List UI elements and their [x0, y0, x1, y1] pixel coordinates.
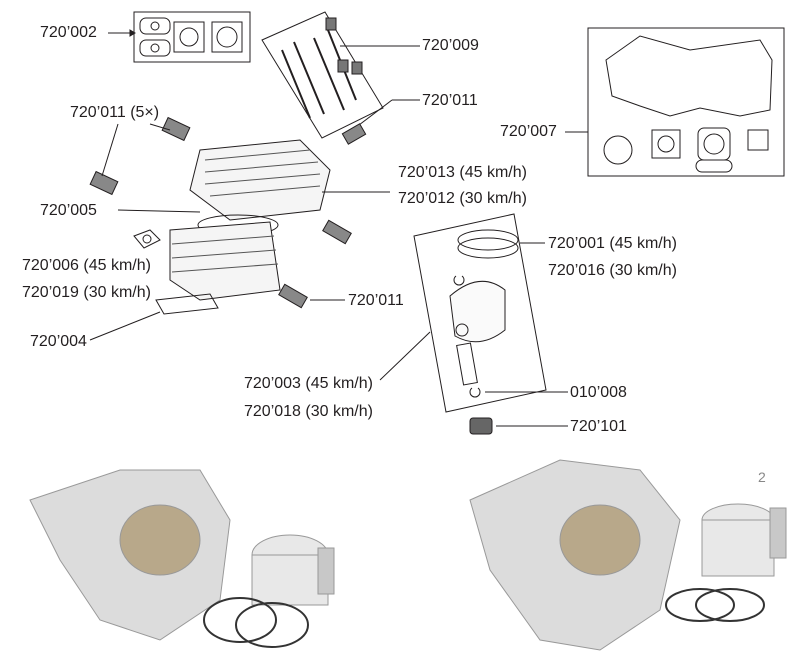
part-label-720101: 720’101: [570, 418, 627, 435]
gasket-set-box: [133, 11, 251, 63]
part-label-720011-bottom: 720’011: [348, 292, 404, 309]
part-label-720005: 720’005: [40, 202, 97, 219]
part-label-720011-top: 720’011: [422, 92, 478, 109]
part-label-010008: 010’008: [570, 384, 627, 401]
part-label-720002: 720’002: [40, 24, 97, 41]
small-end-bearing-icon: [469, 417, 493, 435]
part-label-720012: 720’012 (30 km/h): [398, 190, 527, 207]
part-label-720001: 720’001 (45 km/h): [548, 235, 677, 252]
part-label-720007: 720’007: [500, 123, 557, 140]
part-label-720016: 720’016 (30 km/h): [548, 262, 677, 279]
part-label-720011-5x: 720’011 (5×): [70, 104, 160, 121]
part-label-720018: 720’018 (30 km/h): [244, 403, 373, 420]
gasket-small-icon: [139, 17, 171, 57]
part-label-720013: 720’013 (45 km/h): [398, 164, 527, 181]
cylinder-kit-photo-1: [29, 469, 335, 648]
gasket-square-icon: [173, 21, 205, 53]
gasket-set-box-2: [587, 27, 785, 177]
piston-icon: [449, 280, 506, 343]
crankcase-gasket-icon: [605, 35, 773, 117]
cylinder-kit-photo-2: [469, 459, 787, 651]
base-gasket-icon: [155, 293, 219, 315]
photo-number: 2: [758, 469, 766, 485]
cylinder-icon: [169, 221, 281, 301]
part-label-720004: 720’004: [30, 333, 87, 350]
piston-kit-box: [413, 213, 547, 413]
gasket-round-icon: [211, 21, 243, 53]
part-label-720019: 720’019 (30 km/h): [22, 284, 151, 301]
needle-bearing-icon: [341, 123, 367, 145]
part-label-720006: 720’006 (45 km/h): [22, 257, 151, 274]
part-label-720009: 720’009: [422, 37, 479, 54]
studs-box: [261, 11, 384, 139]
part-label-720003: 720’003 (45 km/h): [244, 375, 373, 392]
cylinder-head-icon: [189, 139, 331, 221]
